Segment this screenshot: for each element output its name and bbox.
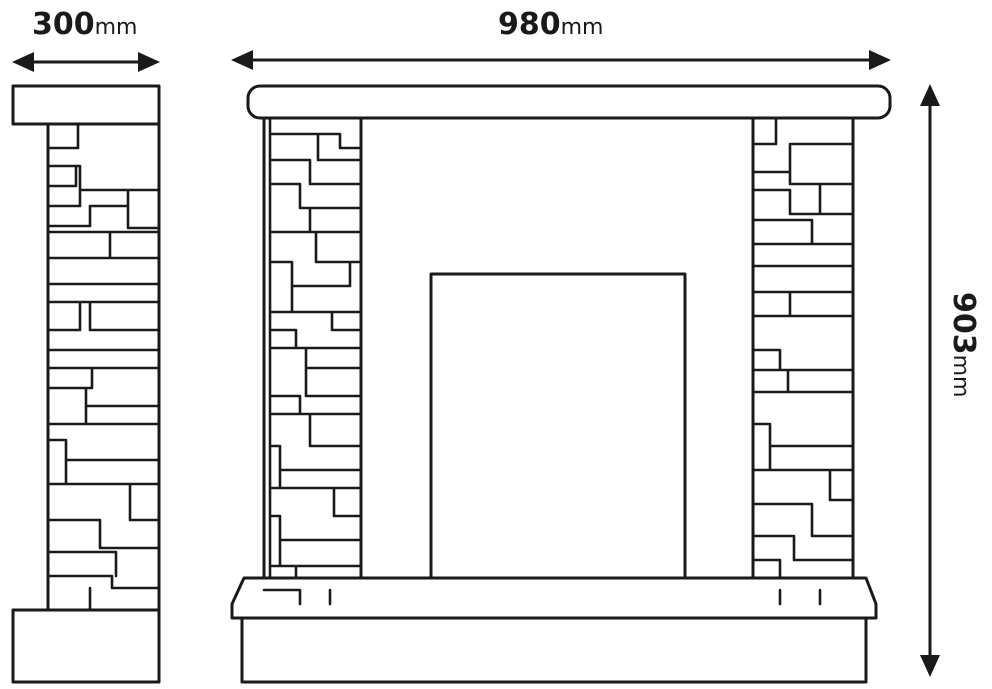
depth-value: 300	[32, 7, 95, 42]
front-mantel-shelf	[246, 84, 892, 120]
height-unit: mm	[948, 355, 973, 398]
front-hearth-detail	[262, 576, 855, 606]
front-left-stone-pattern	[268, 116, 363, 610]
width-value: 980	[498, 7, 561, 42]
side-mantel-top	[11, 84, 161, 126]
width-label: 980mm	[498, 7, 604, 42]
front-right-pillar	[751, 116, 855, 610]
front-view	[230, 84, 892, 684]
height-arrow-top-head	[920, 84, 940, 106]
side-hearth-base	[11, 608, 161, 684]
front-left-pillar	[262, 116, 363, 610]
height-value: 903	[946, 292, 981, 355]
side-view	[11, 84, 161, 684]
front-hearth-top	[230, 576, 878, 620]
front-hearth-base	[240, 616, 868, 684]
depth-unit: mm	[95, 15, 138, 40]
width-unit: mm	[561, 15, 604, 40]
depth-dimension: 300mm	[12, 7, 160, 72]
width-dimension: 980mm	[231, 7, 891, 70]
depth-label: 300mm	[32, 7, 138, 42]
side-stone-pattern	[46, 122, 161, 612]
depth-arrow-left-head	[12, 52, 34, 72]
height-dimension: 903mm	[920, 84, 981, 677]
width-arrow-right-head	[869, 50, 891, 70]
front-right-stone-pattern	[751, 116, 855, 610]
height-label: 903mm	[946, 292, 981, 398]
height-arrow-bottom-head	[920, 655, 940, 677]
width-arrow-left-head	[231, 50, 253, 70]
depth-arrow-right-head	[138, 52, 160, 72]
front-firebox	[429, 272, 687, 610]
